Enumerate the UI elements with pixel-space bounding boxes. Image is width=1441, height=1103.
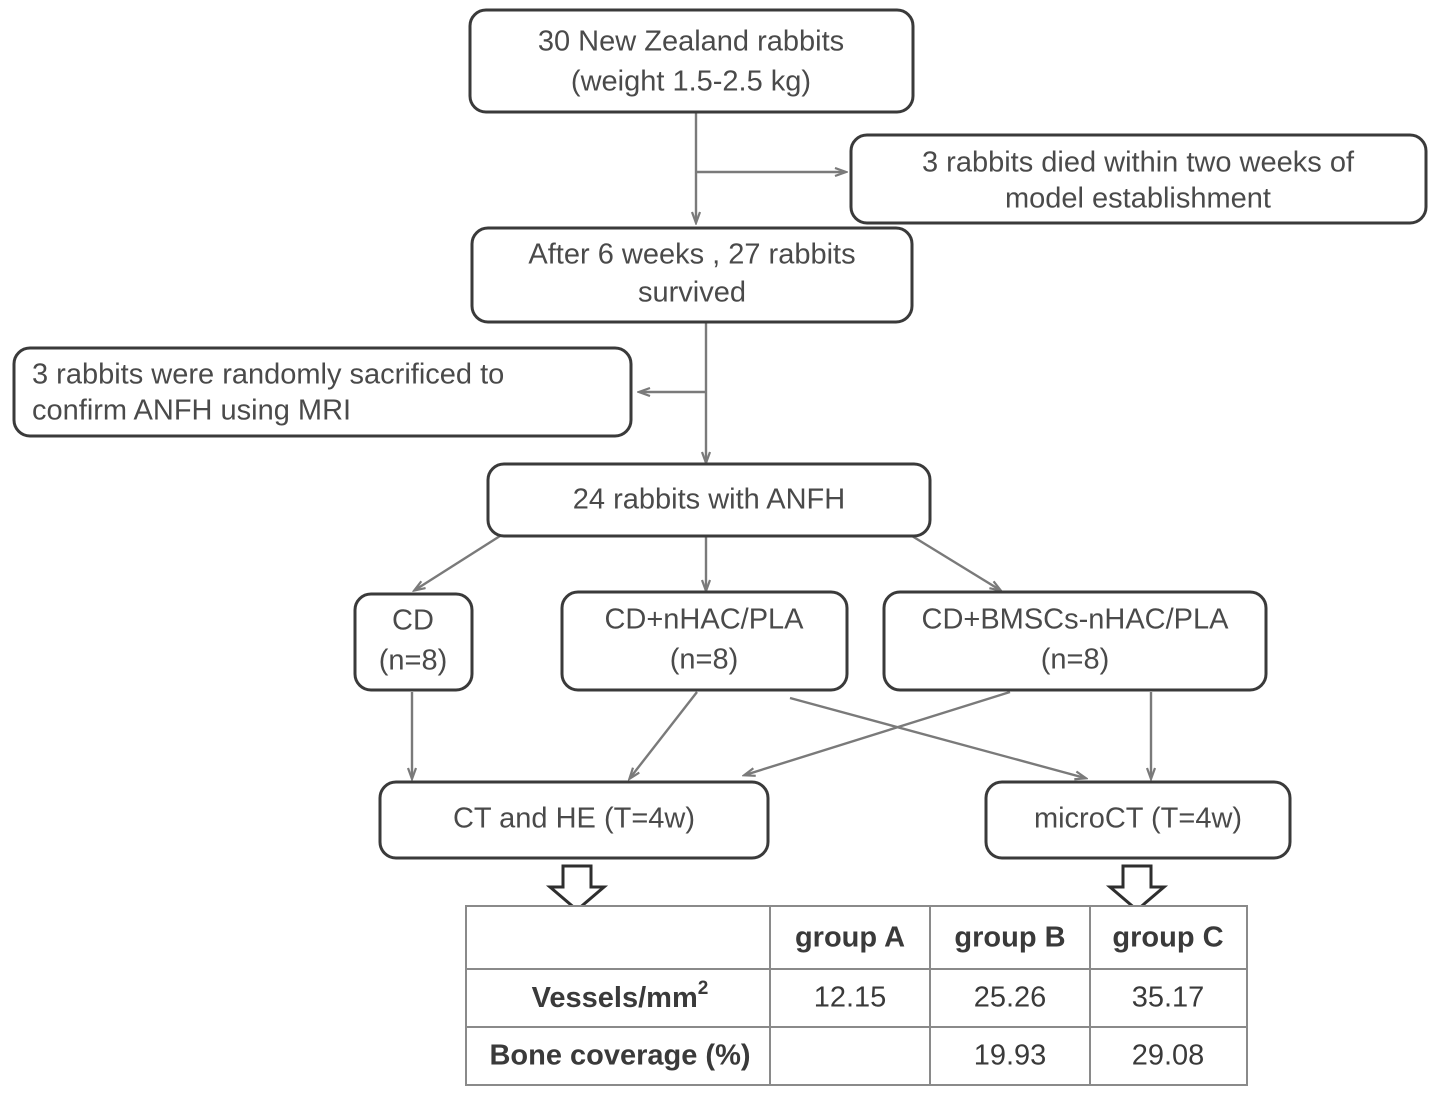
node-group-cd-bmscs-shape xyxy=(882,590,1268,692)
table-row-0-value-c: 35.17 xyxy=(1132,982,1205,1014)
node-assay-microct[interactable]: microCT (T=4w) xyxy=(984,780,1292,860)
table-row-1-label-cell xyxy=(465,1026,771,1086)
node-assay-ct-he-shape xyxy=(378,780,770,860)
table-row-1-cell-a xyxy=(769,1026,931,1086)
node-assay-microct-shape xyxy=(984,780,1292,860)
table-row-1-cell-c xyxy=(1089,1026,1248,1086)
node-rabbits-died-shape xyxy=(849,133,1428,225)
node-rabbits-total-shape xyxy=(468,8,915,114)
connector-anfh-to-cd xyxy=(415,534,501,590)
node-rabbits-sacrificed[interactable]: 3 rabbits were randomly sacrificed to co… xyxy=(12,346,633,438)
connector-cd-bmscs-to-ct-he xyxy=(745,690,1011,775)
node-rabbits-total-line-1: 30 New Zealand rabbits xyxy=(538,26,844,58)
table-row-1-value-b: 19.93 xyxy=(974,1040,1047,1072)
table-row-0-label-text: Vessels/mm xyxy=(532,982,698,1014)
results-table: group A group B group C Vessels/mm2 12.1… xyxy=(465,905,1248,1086)
table-header-cell-group-a xyxy=(769,905,931,970)
node-rabbits-died[interactable]: 3 rabbits died within two weeks of model… xyxy=(849,133,1428,225)
node-group-cd-line-1: CD xyxy=(392,605,434,637)
table-row-1-cell-b xyxy=(929,1026,1091,1086)
node-rabbits-sacrificed-line-2: confirm ANFH using MRI xyxy=(32,395,351,427)
table-header-group-c: group C xyxy=(1112,922,1223,954)
table-row-0-cell-a xyxy=(769,968,931,1028)
block-arrow-ct-he-to-table xyxy=(545,864,609,912)
connector-cd-nhac-to-microct xyxy=(789,696,1085,778)
node-rabbits-survived-line-2: survived xyxy=(638,277,746,309)
node-assay-microct-label: microCT (T=4w) xyxy=(1034,803,1242,835)
node-rabbits-sacrificed-shape xyxy=(12,346,633,438)
table-header-group-b: group B xyxy=(954,922,1065,954)
node-group-cd-bmscs-line-1: CD+BMSCs-nHAC/PLA xyxy=(922,604,1230,636)
connector-cd-nhac-to-ct-he xyxy=(630,691,698,778)
node-group-cd-line-2: (n=8) xyxy=(379,645,448,677)
node-rabbits-anfh[interactable]: 24 rabbits with ANFH xyxy=(486,462,932,538)
table-header-cell-blank xyxy=(465,905,771,970)
node-rabbits-anfh-label: 24 rabbits with ANFH xyxy=(573,484,845,516)
table-row-0-label-cell xyxy=(465,968,771,1028)
node-group-cd-bmscs[interactable]: CD+BMSCs-nHAC/PLA (n=8) xyxy=(882,590,1268,692)
node-rabbits-total[interactable]: 30 New Zealand rabbits (weight 1.5-2.5 k… xyxy=(468,8,915,114)
node-rabbits-died-line-2: model establishment xyxy=(1005,183,1271,215)
connectors xyxy=(412,112,1151,778)
node-assay-ct-he[interactable]: CT and HE (T=4w) xyxy=(378,780,770,860)
node-rabbits-survived-line-1: After 6 weeks , 27 rabbits xyxy=(528,239,855,271)
table-row-0-cell-b xyxy=(929,968,1091,1028)
node-group-cd[interactable]: CD (n=8) xyxy=(353,592,474,692)
node-group-cd-nhac-line-2: (n=8) xyxy=(670,644,739,676)
table-row-0-cell-c xyxy=(1089,968,1248,1028)
node-rabbits-survived-shape xyxy=(470,226,914,324)
table-header-cell-group-c xyxy=(1089,905,1248,970)
node-group-cd-nhac[interactable]: CD+nHAC/PLA (n=8) xyxy=(560,590,849,692)
node-rabbits-survived[interactable]: After 6 weeks , 27 rabbits survived xyxy=(470,226,914,324)
node-rabbits-died-line-1: 3 rabbits died within two weeks of xyxy=(922,147,1355,179)
node-rabbits-anfh-shape xyxy=(486,462,932,538)
node-rabbits-sacrificed-line-1: 3 rabbits were randomly sacrificed to xyxy=(32,359,504,391)
table-row-1-value-c: 29.08 xyxy=(1132,1040,1205,1072)
table-row-0-label: Vessels/mm2 xyxy=(532,978,709,1014)
node-assay-ct-he-label: CT and HE (T=4w) xyxy=(453,803,695,835)
table-header-group-a: group A xyxy=(795,922,905,954)
table-row-0-value-b: 25.26 xyxy=(974,982,1047,1014)
table-row-1-label: Bone coverage (%) xyxy=(489,1040,750,1072)
node-group-cd-bmscs-line-2: (n=8) xyxy=(1041,644,1110,676)
node-rabbits-total-line-2: (weight 1.5-2.5 kg) xyxy=(571,66,811,98)
block-arrow-microct-to-table xyxy=(1105,864,1169,912)
table-row-0-value-a: 12.15 xyxy=(814,982,887,1014)
node-group-cd-nhac-line-1: CD+nHAC/PLA xyxy=(604,604,804,636)
node-group-cd-nhac-shape xyxy=(560,590,849,692)
connector-anfh-to-cd-bmscs xyxy=(911,534,1000,590)
table-row-0-label-sup: 2 xyxy=(698,978,709,999)
node-group-cd-shape xyxy=(353,592,474,692)
